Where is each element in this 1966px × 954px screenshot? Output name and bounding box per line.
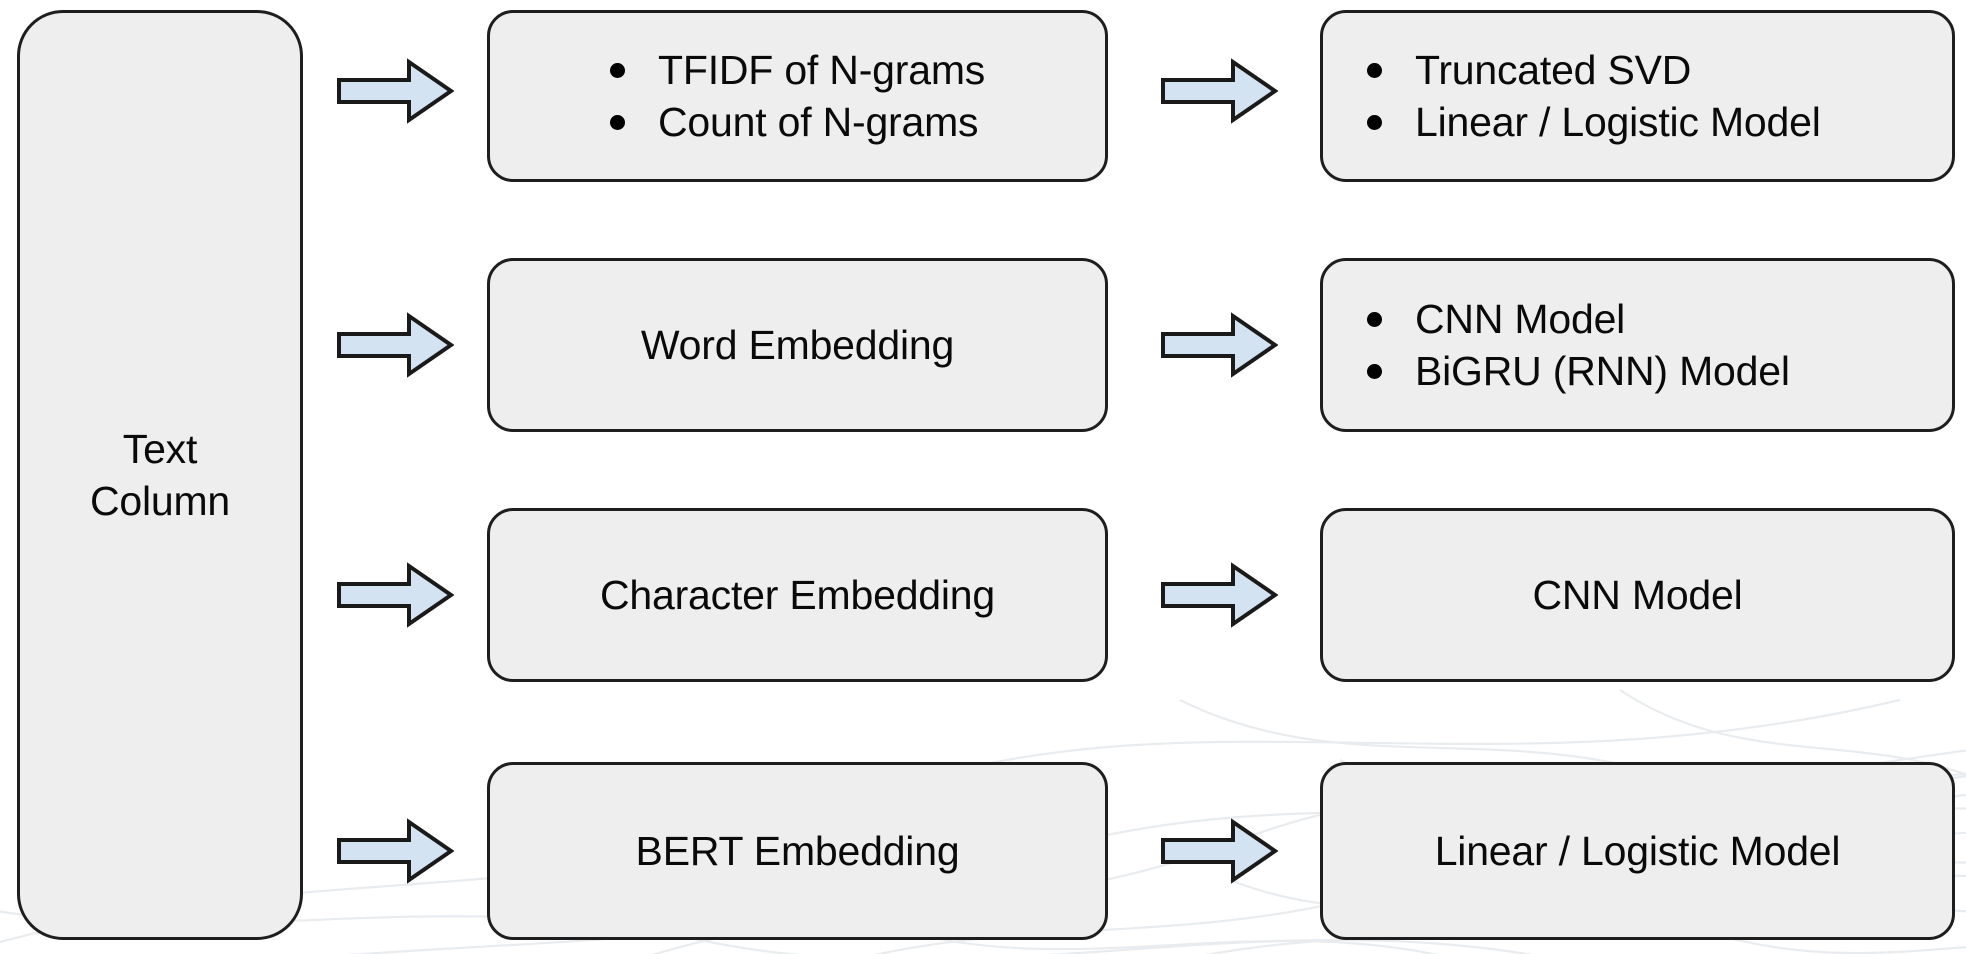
feature-node-4-label: BERT Embedding bbox=[635, 827, 960, 874]
bullet-icon bbox=[610, 62, 625, 78]
list-item-label: BiGRU (RNN) Model bbox=[1415, 348, 1790, 394]
list-item-label: Count of N-grams bbox=[658, 99, 979, 145]
bullet-icon bbox=[1367, 62, 1382, 78]
list-item: Truncated SVD bbox=[1367, 44, 1952, 96]
arrow-source-to-feature-1 bbox=[337, 58, 454, 124]
list-item: TFIDF of N-grams bbox=[610, 44, 1105, 96]
feature-node-3[interactable]: Character Embedding bbox=[487, 508, 1108, 682]
source-node-label: Text Column bbox=[89, 425, 231, 524]
arrow-source-to-feature-4 bbox=[337, 818, 454, 884]
arrow-source-to-feature-2 bbox=[337, 312, 454, 378]
feature-node-2-label: Word Embedding bbox=[640, 321, 955, 368]
model-node-4-label: Linear / Logistic Model bbox=[1434, 827, 1841, 874]
list-item: Linear / Logistic Model bbox=[1367, 96, 1952, 148]
model-node-2[interactable]: CNN Model BiGRU (RNN) Model bbox=[1320, 258, 1955, 432]
source-node-text-column[interactable]: Text Column bbox=[17, 10, 303, 940]
feature-node-1-list: TFIDF of N-grams Count of N-grams bbox=[490, 44, 1105, 149]
list-item: CNN Model bbox=[1367, 293, 1952, 345]
feature-node-3-label: Character Embedding bbox=[599, 571, 996, 618]
arrow-feature-to-model-3 bbox=[1161, 562, 1278, 628]
model-node-3-label: CNN Model bbox=[1532, 571, 1743, 618]
model-node-2-list: CNN Model BiGRU (RNN) Model bbox=[1323, 293, 1952, 398]
feature-node-1[interactable]: TFIDF of N-grams Count of N-grams bbox=[487, 10, 1108, 182]
feature-node-2[interactable]: Word Embedding bbox=[487, 258, 1108, 432]
bullet-icon bbox=[610, 115, 625, 130]
model-node-1[interactable]: Truncated SVD Linear / Logistic Model bbox=[1320, 10, 1955, 182]
arrow-feature-to-model-4 bbox=[1161, 818, 1278, 884]
list-item-label: TFIDF of N-grams bbox=[658, 46, 986, 93]
arrow-feature-to-model-2 bbox=[1161, 312, 1278, 378]
list-item: Count of N-grams bbox=[610, 96, 1105, 148]
feature-node-4[interactable]: BERT Embedding bbox=[487, 762, 1108, 940]
bullet-icon bbox=[1367, 311, 1382, 327]
list-item-label: CNN Model bbox=[1415, 295, 1626, 342]
model-node-4[interactable]: Linear / Logistic Model bbox=[1320, 762, 1955, 940]
bullet-icon bbox=[1367, 115, 1382, 130]
arrow-source-to-feature-3 bbox=[337, 562, 454, 628]
list-item-label: Linear / Logistic Model bbox=[1415, 99, 1821, 145]
model-node-3[interactable]: CNN Model bbox=[1320, 508, 1955, 682]
list-item-label: Truncated SVD bbox=[1415, 46, 1692, 93]
list-item: BiGRU (RNN) Model bbox=[1367, 345, 1952, 397]
arrow-feature-to-model-1 bbox=[1161, 58, 1278, 124]
bullet-icon bbox=[1367, 364, 1382, 379]
model-node-1-list: Truncated SVD Linear / Logistic Model bbox=[1323, 44, 1952, 149]
